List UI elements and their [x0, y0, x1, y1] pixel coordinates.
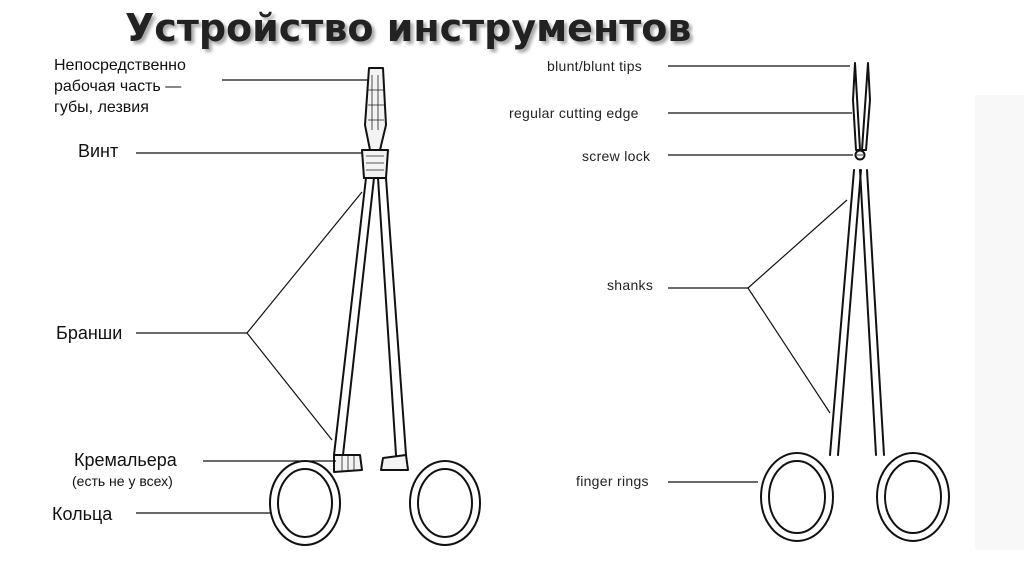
right-leader-lines	[668, 65, 853, 483]
needle-holder-ring-left	[269, 460, 341, 546]
page-title: Устройство инструментов	[125, 6, 692, 50]
needle-holder-drawing	[269, 67, 481, 546]
label-jaws-line3: губы, лезвия	[54, 99, 149, 116]
label-cutting-edge: regular cutting edge	[509, 105, 639, 121]
needle-holder-shank-left	[333, 177, 375, 456]
scissors-blade-right	[861, 62, 871, 151]
label-rings: Кольца	[52, 504, 113, 524]
leader-shanks-top	[246, 191, 363, 334]
label-shanks-en: shanks	[607, 277, 654, 293]
label-screw-lock: screw lock	[582, 148, 651, 164]
left-leader-lines	[136, 79, 368, 514]
label-jaws: Непосредственно рабочая часть — губы, ле…	[54, 55, 186, 118]
label-jaws-line2: рабочая часть —	[54, 78, 182, 95]
label-finger-rings: finger rings	[576, 473, 649, 489]
label-shanks: Бранши	[56, 323, 123, 343]
background-panel	[975, 95, 1024, 550]
scissors-blade-left	[852, 62, 861, 151]
jaw-serrations	[368, 75, 384, 130]
ratchet-teeth	[341, 456, 355, 471]
ratchet-right	[380, 454, 409, 471]
leader-shanks-en-bottom	[747, 287, 831, 414]
scissors-ring-left-inner	[768, 460, 826, 534]
needle-holder-ring-left-inner	[277, 468, 333, 538]
needle-holder-ring-right-inner	[417, 468, 473, 538]
leader-shanks-bottom	[246, 332, 333, 441]
scissors-shank-left	[829, 169, 862, 456]
needle-holder-jaws	[364, 67, 387, 151]
label-tips: blunt/blunt tips	[547, 58, 643, 74]
scissors-drawing	[760, 62, 950, 542]
scissors-shank-right	[859, 169, 885, 456]
needle-holder-shank-right	[377, 177, 407, 456]
scissors-ring-left	[760, 452, 834, 542]
scissors-ring-right	[876, 452, 950, 542]
label-ratchet: Кремальера	[74, 450, 177, 470]
scissors-ring-right-inner	[884, 460, 942, 534]
label-ratchet-note: (есть не у всех)	[72, 473, 173, 489]
needle-holder-joint	[361, 149, 389, 179]
joint-hatching	[366, 155, 384, 171]
label-screw: Винт	[78, 141, 119, 161]
needle-holder-ring-right	[409, 460, 481, 546]
label-jaws-line1: Непосредственно	[54, 57, 186, 74]
leader-shanks-en-top	[747, 199, 848, 289]
